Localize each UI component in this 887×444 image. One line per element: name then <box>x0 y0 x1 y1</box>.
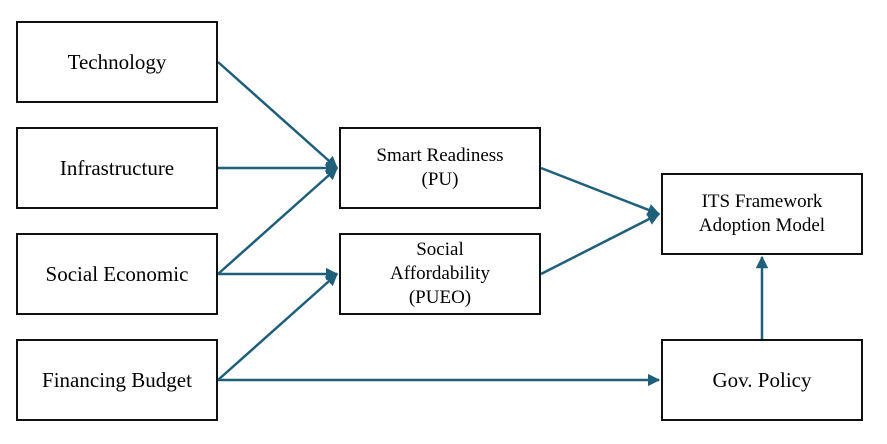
node-social-affordability-line2: Affordability <box>390 263 490 285</box>
node-financing-budget: Financing Budget <box>16 339 218 421</box>
node-social-affordability-line3: (PUEO) <box>408 286 472 308</box>
node-financing-budget-label: Financing Budget <box>42 367 192 392</box>
arrow-social-affordability-to-its-framework <box>540 212 661 276</box>
node-social-affordability-line1: Social <box>416 239 464 261</box>
node-infrastructure-label: Infrastructure <box>59 155 175 180</box>
node-social-affordability: Social Affordability (PUEO) <box>339 233 541 315</box>
arrow-financing-budget-to-social-affordability <box>217 273 338 381</box>
node-smart-readiness: Smart Readiness (PU) <box>339 127 541 209</box>
arrow-social-economic-to-smart-readiness <box>217 167 338 275</box>
node-smart-readiness-line1: Smart Readiness <box>376 145 504 167</box>
node-gov-policy: Gov. Policy <box>661 339 863 421</box>
node-its-framework-text: ITS Framework Adoption Model <box>699 190 825 238</box>
node-social-economic-label: Social Economic <box>45 261 189 286</box>
node-technology: Technology <box>16 21 218 103</box>
node-social-affordability-text: Social Affordability (PUEO) <box>390 238 490 309</box>
node-social-economic: Social Economic <box>16 233 218 315</box>
node-technology-label: Technology <box>67 49 167 74</box>
arrow-technology-to-smart-readiness <box>217 61 338 169</box>
node-its-framework: ITS Framework Adoption Model <box>661 173 863 255</box>
arrow-smart-readiness-to-its-framework <box>540 166 661 216</box>
node-infrastructure: Infrastructure <box>16 127 218 209</box>
node-its-framework-line2: Adoption Model <box>698 215 826 236</box>
node-gov-policy-label: Gov. Policy <box>712 367 812 392</box>
node-its-framework-line1: ITS Framework <box>701 191 823 213</box>
node-smart-readiness-text: Smart Readiness (PU) <box>376 144 503 192</box>
node-smart-readiness-line2: (PU) <box>421 169 459 190</box>
